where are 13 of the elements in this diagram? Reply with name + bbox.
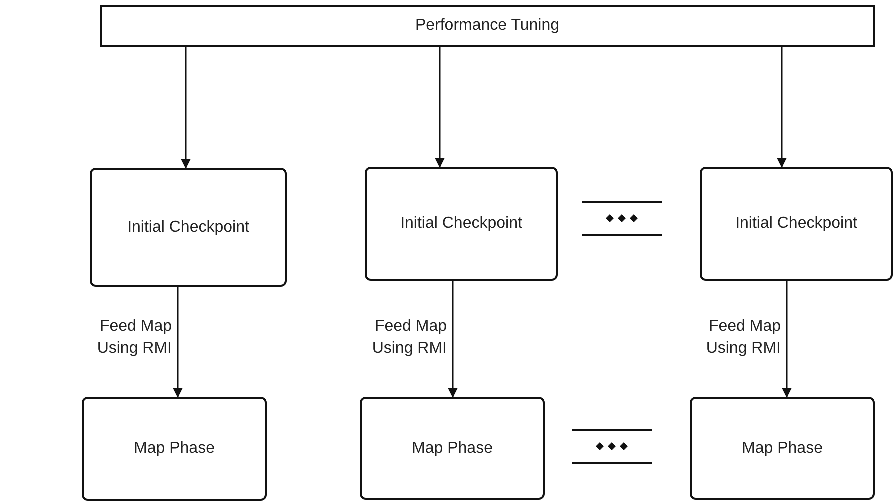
process-box: Map Phase <box>690 397 875 500</box>
process-box: Initial Checkpoint <box>365 167 558 281</box>
arrow <box>181 47 191 169</box>
header-box: Performance Tuning <box>100 5 875 47</box>
process-box: Initial Checkpoint <box>90 168 287 287</box>
arrow <box>173 287 183 398</box>
arrow <box>777 47 787 168</box>
arrow <box>435 47 445 168</box>
arrow <box>448 281 458 398</box>
process-box: Initial Checkpoint <box>700 167 893 281</box>
process-box: Map Phase <box>360 397 545 500</box>
process-box: Map Phase <box>82 397 267 501</box>
arrow <box>782 281 792 398</box>
